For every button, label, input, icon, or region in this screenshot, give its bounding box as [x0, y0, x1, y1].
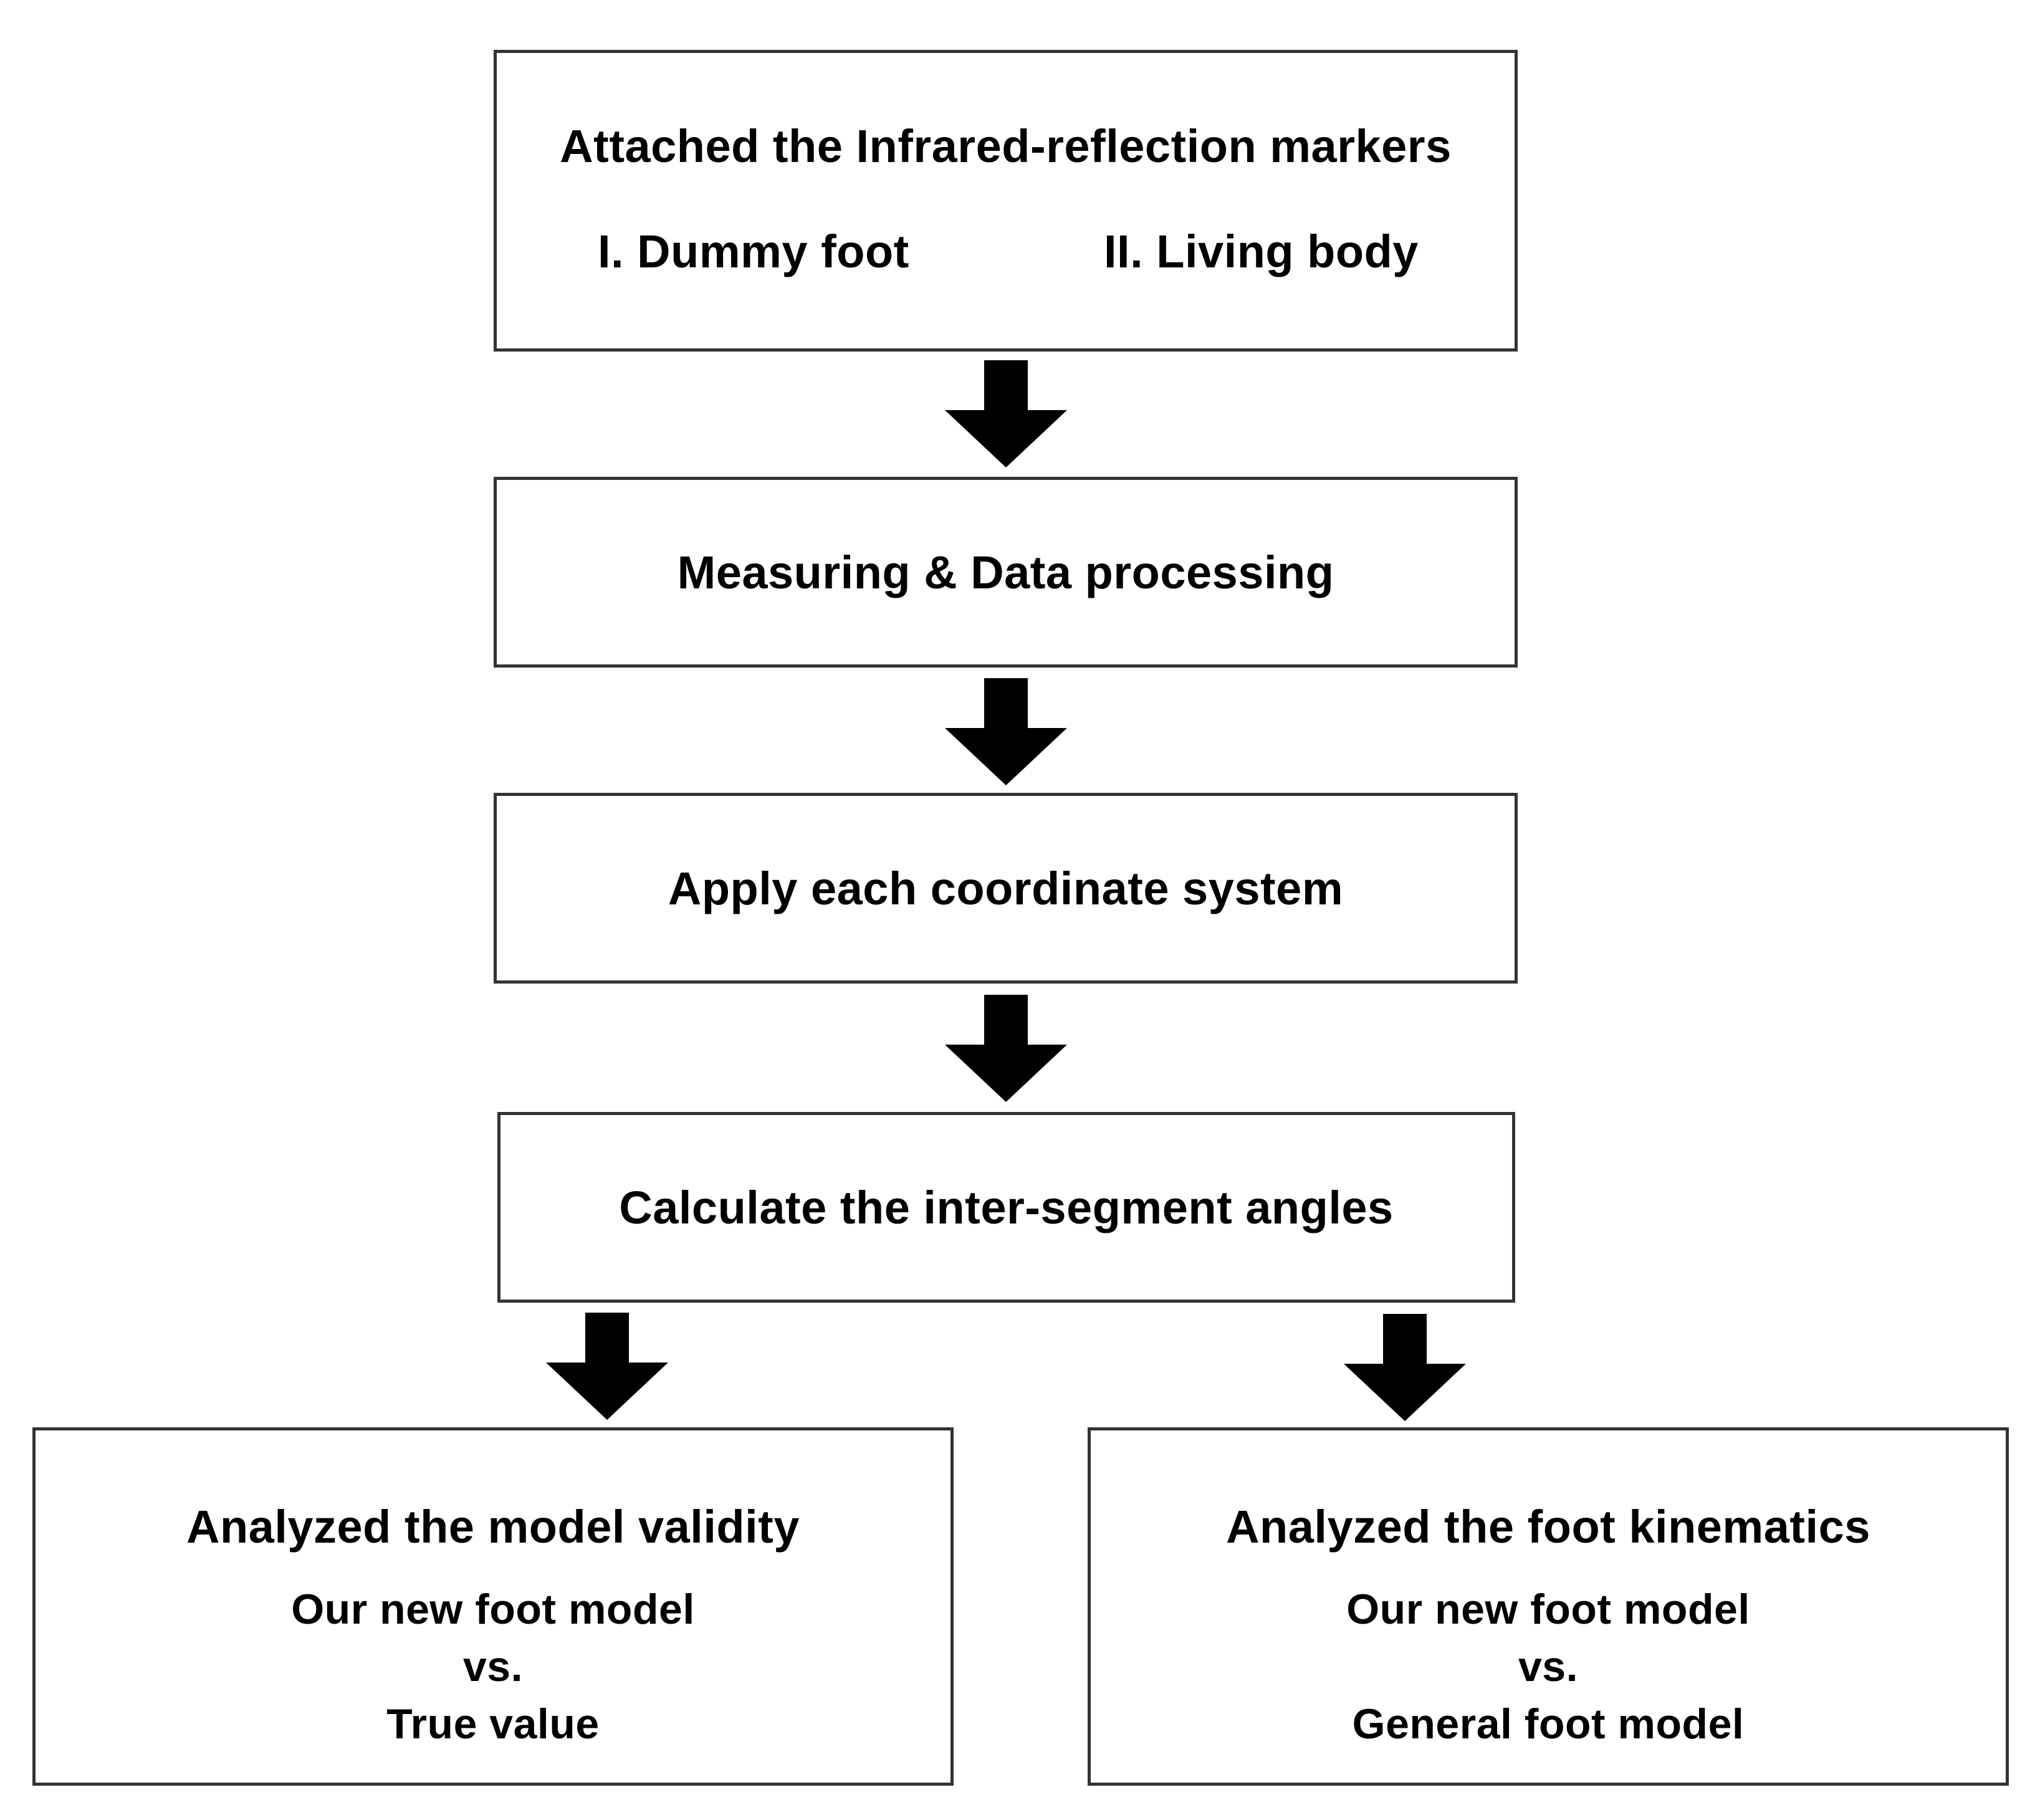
comparison-line-2: True value — [386, 1700, 600, 1748]
comparison-line-1: Our new foot model — [291, 1586, 695, 1633]
step-attach-markers-box: Attached the Infrared-reflection markers… — [494, 50, 1518, 352]
option-living-body: II. Living body — [1104, 226, 1419, 277]
step-calculate-angles-title: Calculate the inter-segment angles — [619, 1182, 1394, 1233]
step-apply-coordinate-box: Apply each coordinate system — [494, 793, 1518, 984]
down-arrow-icon — [945, 995, 1067, 1102]
result-model-validity-box: Analyzed the model validity Our new foot… — [32, 1427, 954, 1786]
step-measuring-title: Measuring & Data processing — [677, 547, 1334, 598]
comparison-line-1: Our new foot model — [1346, 1586, 1750, 1633]
result-foot-kinematics-title: Analyzed the foot kinematics — [1226, 1501, 1870, 1553]
result-model-validity-title: Analyzed the model validity — [186, 1501, 800, 1553]
down-arrow-icon — [945, 360, 1067, 467]
comparison-line-2: General foot model — [1352, 1700, 1745, 1748]
result-foot-kinematics-box: Analyzed the foot kinematics Our new foo… — [1088, 1427, 2009, 1786]
down-arrow-icon — [945, 678, 1067, 785]
comparison-vs: vs. — [462, 1643, 524, 1690]
step-calculate-angles-box: Calculate the inter-segment angles — [497, 1112, 1515, 1303]
option-dummy-foot: I. Dummy foot — [598, 226, 909, 277]
comparison-vs: vs. — [1518, 1643, 1579, 1690]
down-arrow-icon — [1344, 1314, 1466, 1421]
step-apply-coordinate-title: Apply each coordinate system — [668, 863, 1344, 914]
step-attach-markers-title: Attached the Infrared-reflection markers — [560, 120, 1452, 172]
down-arrow-icon — [546, 1313, 668, 1420]
step-measuring-box: Measuring & Data processing — [494, 477, 1518, 668]
